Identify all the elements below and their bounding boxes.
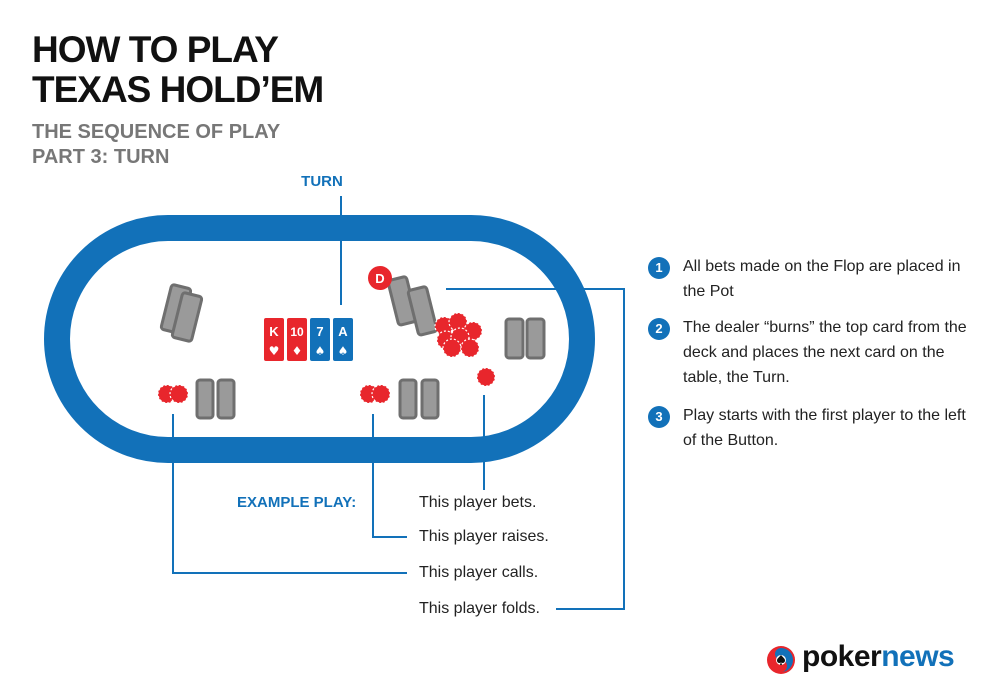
player-cards-bottom-middle	[398, 378, 440, 420]
board-card-4: A ♠	[333, 318, 353, 361]
bet-chips-call	[157, 384, 189, 404]
board-card-1: K ♥	[264, 318, 284, 361]
leader-lines	[172, 288, 625, 610]
board-card-3-rank: 7	[316, 324, 323, 339]
title-line-1: HOW TO PLAY	[32, 29, 279, 70]
step-3-text: Play starts with the first player to the…	[683, 407, 966, 449]
step-2: 2 The dealer “burns” the top card from t…	[648, 315, 968, 390]
step-3-number: 3	[648, 406, 670, 428]
board-card-3: 7 ♠	[310, 318, 330, 361]
pot-chips	[434, 312, 483, 358]
board-card-4-suit: ♠	[338, 344, 349, 358]
pokernews-logo-icon	[767, 646, 795, 674]
player-cards-top-right	[386, 275, 439, 337]
board-card-2-rank: 10	[290, 325, 304, 339]
leader-line-folds	[446, 288, 625, 610]
step-2-number: 2	[648, 318, 670, 340]
page-subtitle: THE SEQUENCE OF PLAY PART 3: TURN	[32, 120, 280, 170]
board-card-3-suit: ♠	[315, 344, 326, 358]
board-card-2-suit: ♦	[292, 344, 303, 358]
logo-text-poker: poker	[802, 640, 882, 673]
action-calls: This player calls.	[419, 564, 539, 581]
example-play-label: EXAMPLE PLAY:	[237, 494, 357, 511]
step-2-text: The dealer “burns” the top card from the…	[683, 319, 967, 386]
subtitle-line-2: PART 3: TURN	[32, 146, 170, 168]
logo-text-news: news	[881, 640, 955, 673]
turn-label: TURN	[301, 173, 343, 190]
bet-chips-raise	[359, 384, 391, 404]
board-card-1-suit: ♥	[269, 344, 280, 358]
player-cards-right	[504, 317, 546, 360]
step-1: 1 All bets made on the Flop are placed i…	[648, 254, 968, 304]
board-card-4-rank: A	[338, 324, 348, 339]
step-3: 3 Play starts with the first player to t…	[648, 403, 968, 453]
title-line-2: TEXAS HOLD’EM	[32, 69, 324, 110]
board-card-1-rank: K	[269, 324, 279, 339]
action-folds: This player folds.	[419, 600, 540, 617]
leader-line-raises	[372, 414, 407, 538]
player-cards-left	[159, 283, 204, 343]
page-title: HOW TO PLAY TEXAS HOLD’EM	[32, 29, 324, 110]
step-1-text: All bets made on the Flop are placed in …	[683, 258, 961, 300]
leader-line-calls	[172, 414, 407, 574]
dealer-button: D	[368, 266, 392, 290]
bet-chips-bet	[476, 367, 496, 387]
poker-table	[44, 215, 595, 463]
subtitle-line-1: THE SEQUENCE OF PLAY	[32, 121, 281, 143]
step-1-number: 1	[648, 257, 670, 279]
board-card-2: 10 ♦	[287, 318, 307, 361]
action-raises: This player raises.	[419, 528, 549, 545]
pokernews-logo-text: pokernews	[802, 640, 955, 674]
dealer-button-label: D	[375, 271, 384, 286]
player-cards-bottom-left	[195, 378, 236, 420]
action-bets: This player bets.	[419, 494, 537, 511]
